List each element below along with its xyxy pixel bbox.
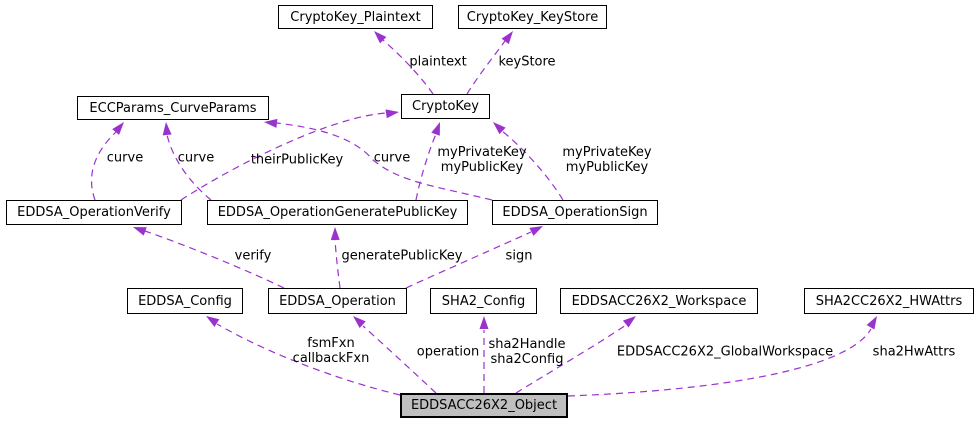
edge-plaintext: [382, 39, 434, 95]
node-eddsa_operationverify[interactable]: EDDSA_OperationVerify: [6, 200, 182, 225]
edge-generatepublickey: [334, 239, 341, 289]
arrowhead-operation: [353, 316, 366, 329]
node-eddsa_config[interactable]: EDDSA_Config: [127, 288, 243, 314]
arrowhead-sign: [529, 226, 543, 236]
arrowhead-sha2handle-sha2config: [479, 316, 489, 329]
node-sha2cc26x2_hwattrs[interactable]: SHA2CC26X2_HWAttrs: [804, 288, 974, 314]
node-sha2_config[interactable]: SHA2_Config: [430, 288, 537, 314]
edge-operation: [362, 325, 437, 394]
edge-mykeys-genpub: [415, 133, 437, 201]
arrowhead-fsmfxn-callbackfxn: [206, 316, 220, 327]
arrowhead-verify: [133, 227, 147, 236]
node-eddsacc26x2_workspace[interactable]: EDDSACC26X2_Workspace: [560, 288, 758, 314]
arrowhead-generatepublickey: [330, 227, 340, 241]
node-eddsacc26x2_object[interactable]: EDDSACC26X2_Object: [400, 393, 568, 418]
edge-keystore: [466, 40, 506, 95]
node-eddsa_operation[interactable]: EDDSA_Operation: [268, 288, 407, 314]
edge-curve-sign: [276, 122, 493, 201]
edge-mykeys-sign: [501, 130, 564, 201]
edge-curve-genpub: [166, 134, 212, 201]
arrowhead-theirpublickey: [385, 109, 399, 119]
node-eddsa_operationgeneratepublickey[interactable]: EDDSA_OperationGeneratePublicKey: [207, 200, 468, 225]
edge-sha2hwattrs: [567, 328, 872, 397]
node-cryptokey_keystore[interactable]: CryptoKey_KeyStore: [458, 5, 607, 29]
arrowhead-mykeys-sign: [493, 122, 506, 135]
edge-verify: [144, 230, 285, 289]
node-cryptokey[interactable]: CryptoKey: [401, 94, 490, 119]
node-cryptokey_plaintext[interactable]: CryptoKey_Plaintext: [278, 5, 433, 29]
edge-theirpublickey: [180, 112, 387, 201]
arrowhead-curve-verify: [112, 122, 124, 135]
edge-globalworkspace: [515, 324, 627, 394]
node-eccparams_curveparams[interactable]: ECCParams_CurveParams: [77, 96, 269, 120]
arrowhead-sha2hwattrs: [866, 316, 877, 330]
node-eddsa_operationsign[interactable]: EDDSA_OperationSign: [492, 200, 658, 225]
edge-fsmfxn-callbackfxn: [216, 323, 401, 396]
arrowhead-curve-genpub: [162, 122, 172, 136]
arrowhead-plaintext: [374, 31, 387, 44]
arrowhead-keystore: [501, 31, 513, 45]
edge-curve-verify: [91, 131, 117, 201]
edge-sign: [405, 231, 532, 289]
arrowhead-mykeys-genpub: [431, 122, 440, 136]
arrowhead-globalworkspace: [622, 316, 636, 328]
arrowhead-curve-sign: [264, 118, 278, 128]
